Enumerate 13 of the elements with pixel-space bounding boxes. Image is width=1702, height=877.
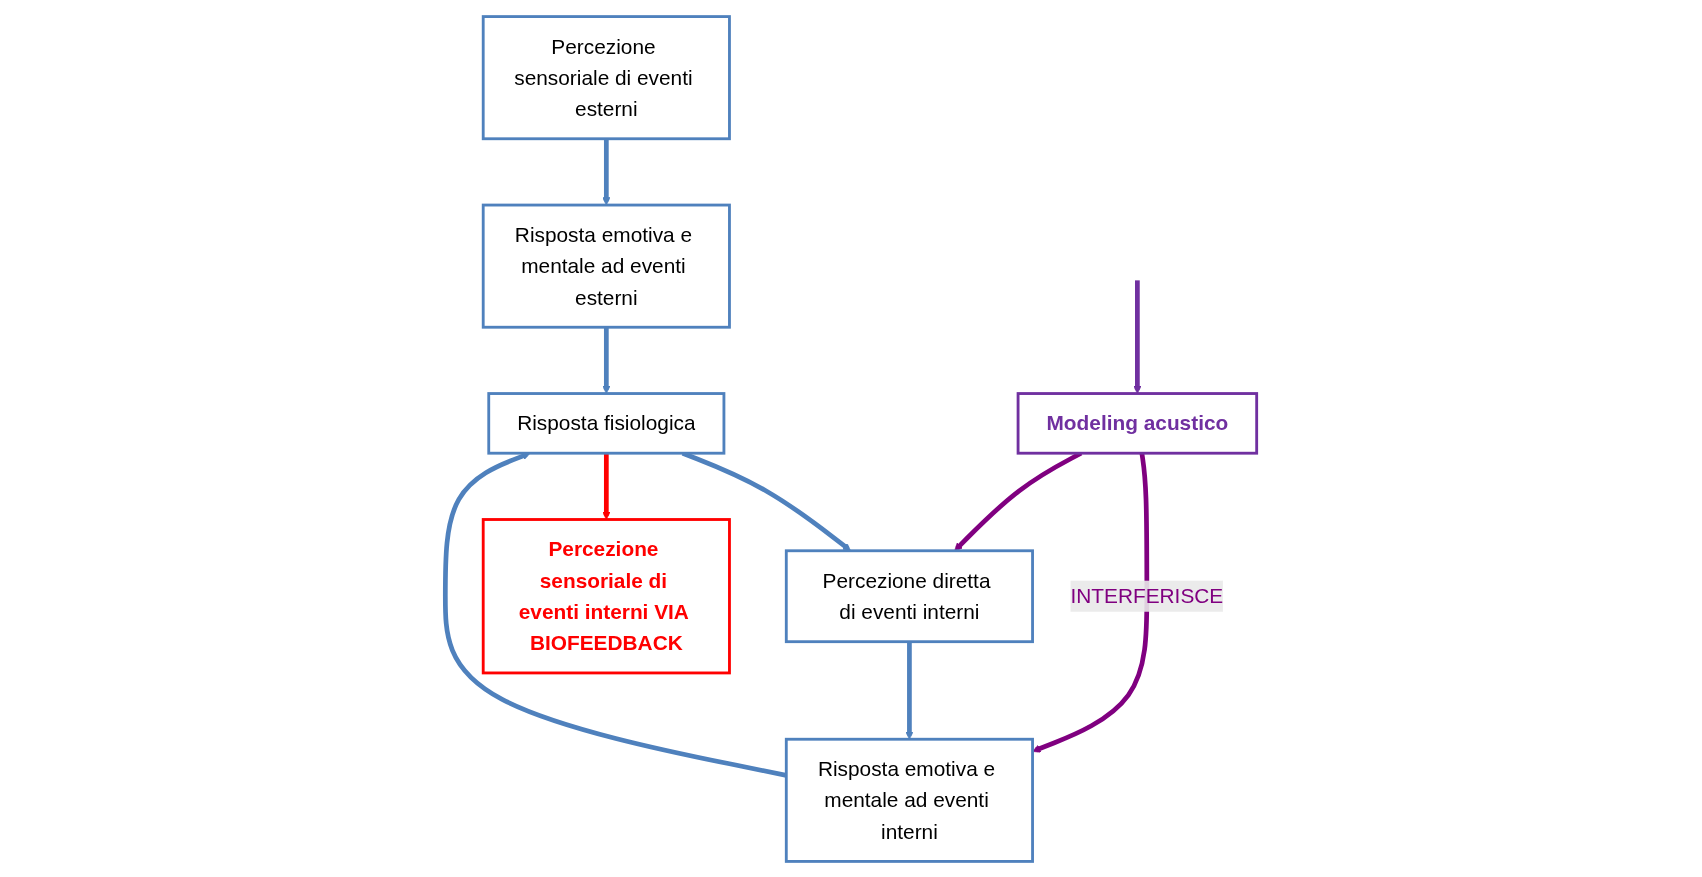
arrow [602,138,611,205]
edge-label: INTERFERISCE [1070,583,1224,608]
node-box: Percezione sensoriale di eventi esterni [481,14,731,140]
node-box: Risposta emotiva e mentale ad eventi interni [784,737,1034,863]
node-box: Percezione diretta di eventi interni [784,548,1034,643]
arrow [602,452,611,520]
node-box: Modeling acustico [1016,391,1259,455]
node-box: Risposta emotiva e mentale ad eventi esterni [481,203,731,329]
arrow [602,326,611,394]
arrow [1133,279,1142,394]
node-box: Percezione sensoriale di eventi interni VIA BIOFEEDBACK [481,517,731,674]
arrow [1032,452,1150,753]
node-box: Risposta fisiologica [487,391,726,455]
